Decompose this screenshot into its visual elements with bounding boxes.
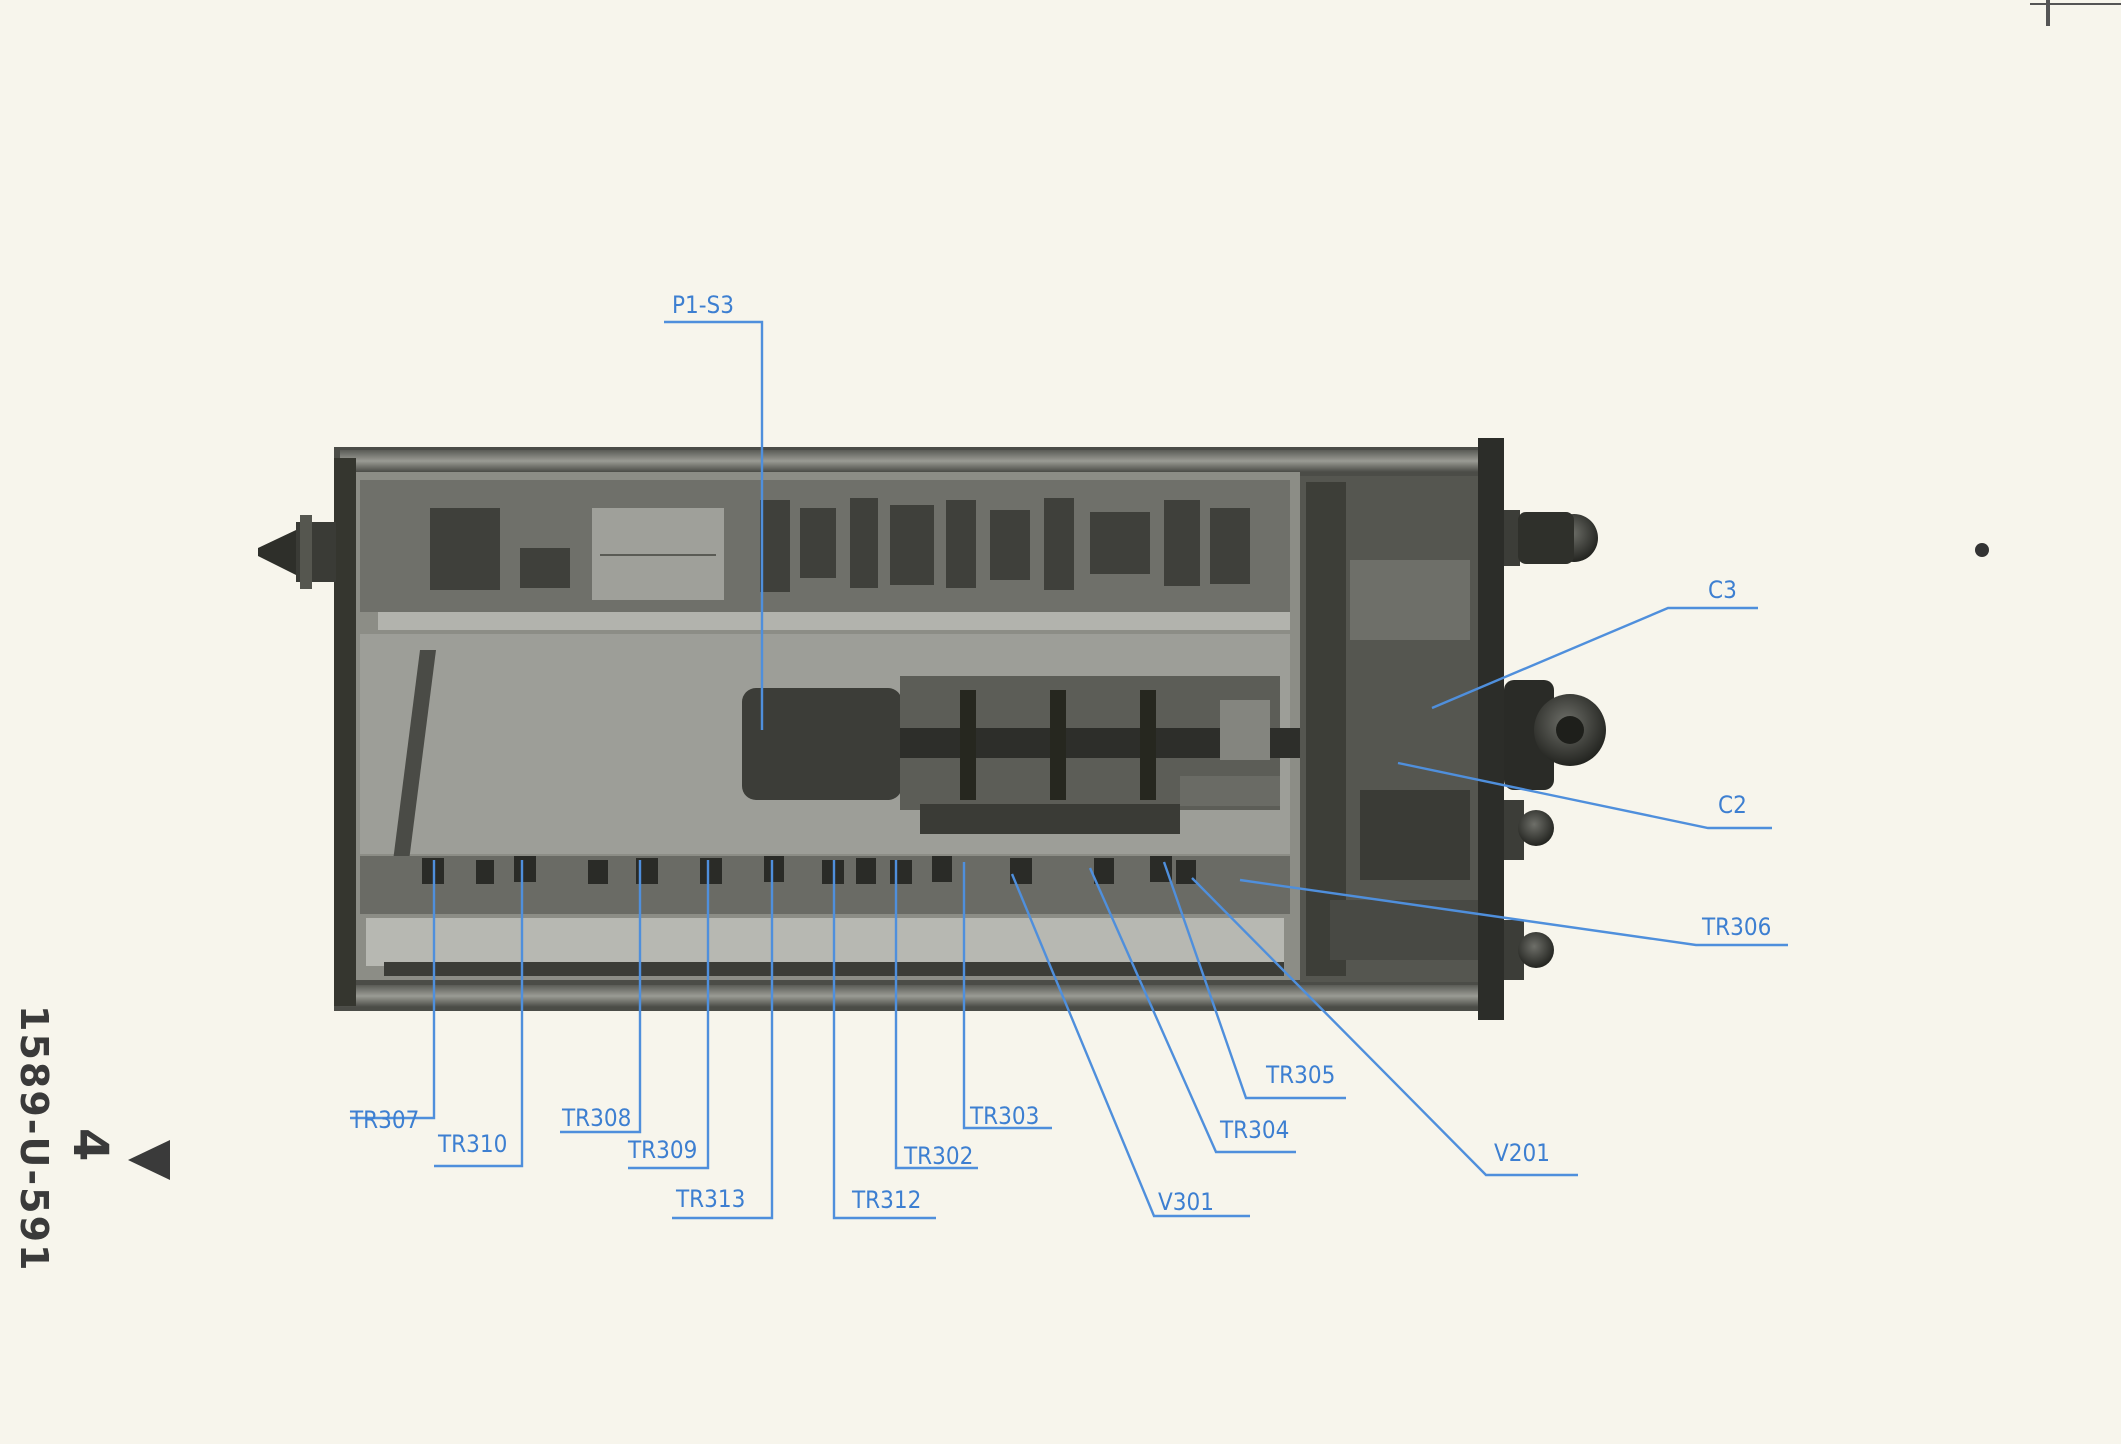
svg-text:TR304: TR304 xyxy=(1219,1116,1289,1144)
svg-text:TR308: TR308 xyxy=(561,1104,631,1132)
svg-text:TR307: TR307 xyxy=(349,1106,419,1134)
upper-components xyxy=(430,498,1250,592)
transistor-row xyxy=(422,856,1196,884)
svg-text:TR313: TR313 xyxy=(675,1185,745,1213)
rotary-switch-assembly xyxy=(742,676,1360,834)
svg-text:TR302: TR302 xyxy=(903,1142,973,1170)
front-knob-upper xyxy=(1504,510,1598,566)
page-number: 4 xyxy=(62,1128,118,1162)
callout-v201: V201 xyxy=(1191,877,1578,1177)
front-knob-middle xyxy=(1504,800,1554,860)
tag-board xyxy=(366,918,1284,966)
svg-text:C3: C3 xyxy=(1708,576,1737,604)
callout-tr312: TR312 xyxy=(832,860,936,1220)
front-knob-main xyxy=(1504,680,1606,790)
callout-tr306: TR306 xyxy=(1239,878,1788,947)
svg-text:TR310: TR310 xyxy=(437,1130,507,1158)
svg-text:C2: C2 xyxy=(1718,791,1747,819)
callout-tr313: TR313 xyxy=(672,860,774,1220)
scan-dot xyxy=(1975,543,1989,557)
svg-text:TR303: TR303 xyxy=(969,1102,1039,1130)
callout-c3: C3 xyxy=(1431,576,1758,710)
callout-tr305: TR305 xyxy=(1162,861,1346,1100)
callout-p1s3: P1-S3 xyxy=(664,291,764,730)
callout-tr304: TR304 xyxy=(1088,867,1296,1154)
svg-text:V201: V201 xyxy=(1494,1139,1550,1167)
svg-text:TR306: TR306 xyxy=(1701,913,1771,941)
svg-text:V301: V301 xyxy=(1158,1188,1214,1216)
front-panel xyxy=(1478,438,1504,1020)
arrow-mark xyxy=(128,1140,170,1180)
callout-tr307: TR307 xyxy=(349,860,436,1134)
svg-text:TR312: TR312 xyxy=(851,1186,921,1214)
top-rail xyxy=(340,450,1500,472)
callout-tr310: TR310 xyxy=(434,860,524,1168)
rear-connector xyxy=(258,515,336,589)
left-end-plate xyxy=(334,458,356,1006)
svg-text:P1-S3: P1-S3 xyxy=(672,291,734,319)
chassis-unit xyxy=(258,438,1606,1020)
svg-text:TR309: TR309 xyxy=(627,1136,697,1164)
document-code: 1589-U-591 xyxy=(12,1005,56,1273)
svg-text:TR305: TR305 xyxy=(1265,1061,1335,1089)
callout-tr302: TR302 xyxy=(894,860,978,1170)
callout-v301: V301 xyxy=(1010,873,1250,1218)
callout-tr308: TR308 xyxy=(560,860,642,1134)
middle-divider-rail xyxy=(378,612,1290,630)
callout-tr309: TR309 xyxy=(627,860,710,1170)
callout-c2: C2 xyxy=(1397,761,1772,830)
callout-tr303: TR303 xyxy=(962,862,1052,1130)
front-knob-lower xyxy=(1504,920,1554,980)
left-cable-run xyxy=(388,650,436,900)
bottom-rail xyxy=(340,985,1500,1007)
